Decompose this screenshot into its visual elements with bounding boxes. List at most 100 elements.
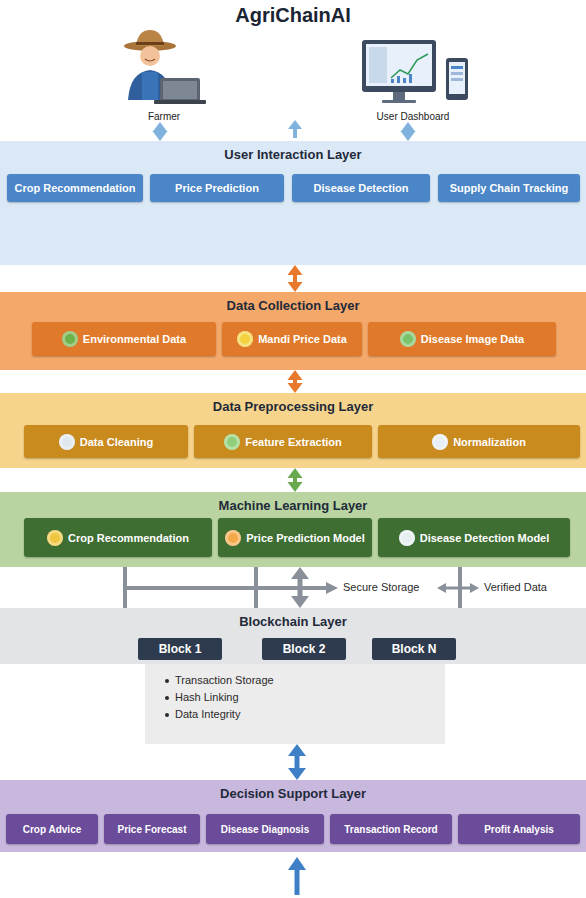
- node-text: Data Integrity: [175, 706, 445, 723]
- module-box: Disease Detection Model: [378, 518, 570, 557]
- module-box: Feature Extraction: [194, 425, 372, 458]
- arrow-head: [401, 122, 416, 132]
- node-text: Crop Recommendation: [68, 532, 189, 544]
- bus-label: Verified Data: [482, 581, 549, 593]
- node-text: Price Prediction: [175, 182, 259, 194]
- layer-band: User Interaction LayerCrop Recommendatio…: [0, 141, 586, 265]
- node-text: Hash Linking: [175, 689, 445, 706]
- node-text: Disease Diagnosis: [221, 824, 309, 835]
- node-text: Data Cleaning: [80, 436, 153, 448]
- module-box: Profit Analysis: [458, 814, 580, 844]
- layer-heading: Decision Support Layer: [0, 786, 586, 801]
- layer-heading: Data Collection Layer: [0, 298, 586, 313]
- arrow-head: [288, 744, 306, 756]
- connector-line: [458, 566, 462, 608]
- layer-heading: Machine Learning Layer: [0, 498, 586, 513]
- dashboard-illustration: [362, 40, 468, 103]
- module-icon: [47, 530, 63, 546]
- module-box: Mandi Price Data: [222, 322, 362, 356]
- connector: [153, 122, 168, 141]
- layer-band: Data Collection LayerEnvironmental Data M…: [0, 292, 586, 370]
- arrow-head: [288, 768, 306, 780]
- connector-line: [298, 578, 303, 597]
- layer-band: Data Preprocessing LayerData Cleaning Fea…: [0, 393, 586, 468]
- farmer-illustration: [124, 30, 206, 104]
- module-box: Price Forecast: [104, 814, 200, 844]
- diagram-title: AgriChainAI: [0, 4, 586, 27]
- module-box: Price Prediction Model: [218, 518, 372, 557]
- arrow-head: [401, 131, 416, 141]
- connector: [401, 122, 416, 141]
- arrow-head: [288, 370, 303, 380]
- arrow-head: [288, 482, 303, 492]
- node-text: Mandi Price Data: [258, 333, 347, 345]
- node-text: Disease Image Data: [421, 333, 524, 345]
- connector-line: [123, 566, 127, 608]
- arrow-head: [291, 567, 309, 579]
- node-text: Price Forecast: [118, 824, 187, 835]
- node-text: Environmental Data: [83, 333, 186, 345]
- node-text: Disease Detection: [314, 182, 409, 194]
- module-box: Normalization: [378, 425, 580, 458]
- node-text: Price Prediction Model: [246, 532, 365, 544]
- module-icon: [225, 530, 241, 546]
- layer-heading: User Interaction Layer: [0, 147, 586, 162]
- figure-label: Farmer: [108, 111, 220, 122]
- layer-heading: Blockchain Layer: [0, 614, 586, 629]
- module-box: Crop Recommendation: [7, 174, 143, 202]
- module-icon: [400, 331, 416, 347]
- block-box: Block 1: [138, 638, 222, 660]
- connector: [288, 744, 306, 780]
- node-text: Transaction Record: [344, 824, 437, 835]
- arrow-head: [291, 596, 309, 608]
- connector-line: [254, 566, 258, 608]
- node-text: Block N: [392, 642, 437, 656]
- node-text: Crop Recommendation: [14, 182, 135, 194]
- block-box: Block 2: [262, 638, 346, 660]
- figure-node: Farmer: [108, 30, 220, 122]
- module-icon: [399, 530, 415, 546]
- connector: [288, 265, 303, 292]
- module-box: Disease Image Data: [368, 322, 556, 356]
- module-icon: [224, 434, 240, 450]
- up-arrow: [288, 120, 302, 138]
- node-text: Disease Detection Model: [420, 532, 550, 544]
- connector: [288, 468, 303, 492]
- block-box: Block N: [372, 638, 456, 660]
- input-arrow: [288, 857, 306, 895]
- node-text: Supply Chain Tracking: [450, 182, 569, 194]
- module-box: Supply Chain Tracking: [438, 174, 580, 202]
- module-box: Environmental Data: [32, 322, 216, 356]
- feature-list: Transaction StorageHash LinkingData Inte…: [145, 664, 445, 744]
- layer-band: Decision Support LayerCrop Advice Price F…: [0, 780, 586, 852]
- arrow-head: [153, 131, 168, 141]
- module-icon: [59, 434, 75, 450]
- connector-line: [293, 274, 297, 283]
- module-box: Disease Diagnosis: [206, 814, 324, 844]
- node-text: Crop Advice: [23, 824, 82, 835]
- arrow-head: [153, 122, 168, 132]
- arrow-head: [288, 282, 303, 292]
- module-box: Data Cleaning: [24, 425, 188, 458]
- module-icon: [237, 331, 253, 347]
- connector: [288, 370, 303, 393]
- bus-label: Secure Storage: [341, 581, 421, 593]
- figure-node: User Dashboard: [350, 30, 476, 122]
- module-icon: [432, 434, 448, 450]
- node-text: Transaction Storage: [175, 672, 445, 689]
- layer-band: Machine Learning LayerCrop Recommendatio…: [0, 492, 586, 567]
- node-text: Profit Analysis: [484, 824, 554, 835]
- arrow-head: [288, 265, 303, 275]
- module-box: Crop Recommendation: [24, 518, 212, 557]
- module-box: Disease Detection: [292, 174, 430, 202]
- node-text: Block 1: [159, 642, 202, 656]
- arrow-head: [288, 468, 303, 478]
- node-text: Normalization: [453, 436, 526, 448]
- connector: [291, 567, 309, 608]
- layer-band: Blockchain LayerBlock 1 Block 2 Block N: [0, 608, 586, 664]
- layer-heading: Data Preprocessing Layer: [0, 399, 586, 414]
- connector-line: [295, 755, 300, 769]
- arrow-head: [288, 383, 303, 393]
